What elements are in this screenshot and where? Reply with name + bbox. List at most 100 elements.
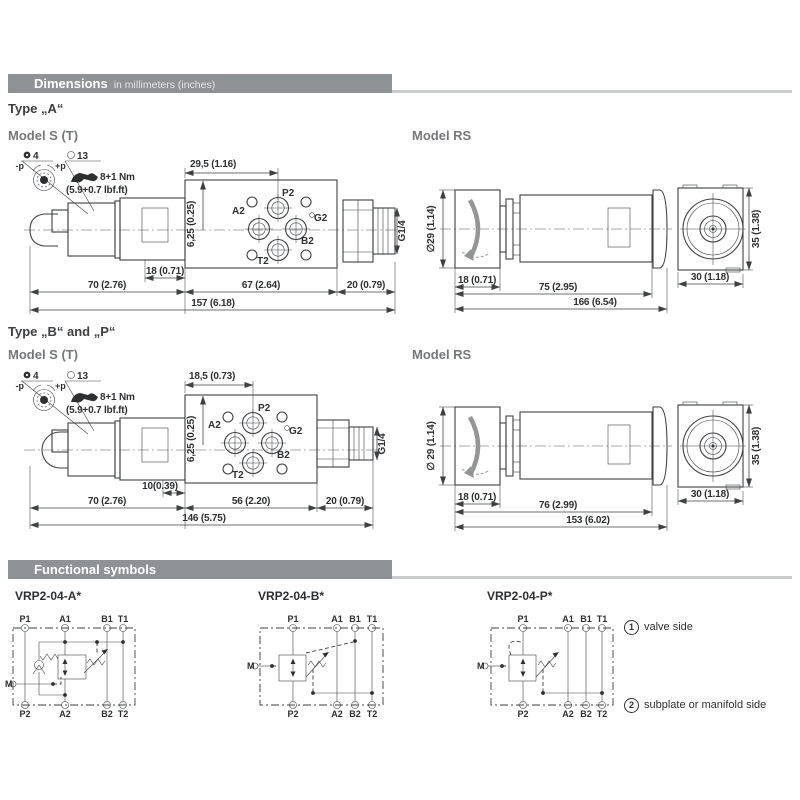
port-face: P2 A2 G2 B2 T2 [208, 403, 303, 481]
schematic-lines [16, 631, 125, 702]
check-valve [34, 660, 44, 670]
wrench-size-label: 13 [77, 151, 89, 162]
hex-size-label: 4 [33, 151, 39, 162]
dim-dia: ∅29 (1.14) [426, 206, 437, 253]
port-b2-label: B2 [301, 236, 314, 247]
port-b2: B2 [101, 709, 113, 719]
port-b1: B1 [101, 614, 113, 624]
header-functional: Functional symbols [8, 560, 392, 579]
symbol-a-label: VRP2-04-A* [15, 589, 82, 603]
port-a2: A2 [562, 709, 574, 719]
knurled-knob [454, 406, 501, 486]
legend-1-text: valve side [644, 621, 693, 633]
port-face: P2 A2 G2 B2 T2 [232, 188, 328, 267]
adjust-spring [86, 658, 106, 666]
port-g2-label: G2 [289, 426, 303, 437]
torque-nm-label: 8+1 Nm [100, 172, 135, 183]
model-rs-label-bp: Model RS [412, 347, 472, 362]
port-g2-label: G2 [314, 213, 328, 224]
model-st-label-a: Model S (T) [8, 128, 79, 143]
functional-symbol-b: P1 A1 B1 T1 P2 A2 B2 T2 M [247, 614, 384, 719]
dimensions: 29,5 (1.16) 6,25 (0.25) 18 (0.71) 70 (2.… [29, 159, 408, 314]
port-b2: B2 [349, 709, 361, 719]
dim-body: 76 (2.99) [539, 500, 577, 511]
type-bp-model-rs-drawing: ∅ 29 (1.14) 18 (0.71) 76 (2.99) 153 (6.0… [426, 401, 762, 531]
valve-side-view: P2 A2 G2 B2 T2 [24, 394, 386, 484]
dim-stub: 20 (0.79) [326, 496, 364, 507]
port-a1: A1 [59, 614, 71, 624]
dim-body: 75 (2.95) [539, 282, 577, 293]
port-p2: P2 [19, 709, 30, 719]
port-a2-label: A2 [232, 206, 245, 217]
dim-body: 70 (2.76) [88, 496, 126, 507]
header-dimensions-title: Dimensions [34, 76, 108, 91]
hex-size-label: 4 [33, 371, 39, 382]
model-st-label-bp: Model S (T) [8, 347, 79, 362]
port-t1: T1 [597, 614, 608, 624]
legend-2-text: subplate or manifold side [644, 699, 767, 711]
tool-icons: 4 13 -p +p 8+1 Nm (5.9+0.7 lbf.ft) [16, 371, 135, 435]
legend-1-icon: 1 [624, 620, 639, 635]
port-p2: P2 [517, 709, 528, 719]
port-labels: P1 A1 B1 T1 P2 A2 B2 T2 M [5, 614, 128, 719]
port-a1: A1 [331, 614, 343, 624]
port-block [184, 179, 338, 269]
dim-knob: 18 (0.71) [458, 492, 496, 503]
port-p1: P1 [287, 614, 298, 624]
port-m: M [477, 661, 485, 671]
dim-total: 166 (6.54) [573, 297, 617, 308]
pilot-curve [508, 640, 522, 656]
plus-p-label: +p [55, 381, 66, 391]
port-p2: P2 [287, 709, 298, 719]
dim-plate: 10(0.39) [142, 481, 178, 492]
fitting [342, 199, 396, 263]
dim-block: 67 (2.64) [242, 280, 280, 291]
dim-total: 146 (5.75) [182, 513, 226, 524]
dimensions: ∅ 29 (1.14) 18 (0.71) 76 (2.99) 153 (6.0… [426, 404, 762, 531]
header-underline [8, 90, 792, 93]
header-underline-2 [8, 576, 792, 579]
section-type-bp: Type „B“ and „P“ [8, 324, 116, 339]
port-t2-label: T2 [257, 256, 269, 267]
port-b2: B2 [580, 709, 592, 719]
dim-top: 18,5 (0.73) [189, 371, 235, 382]
port-t1: T1 [367, 614, 378, 624]
port-t2: T2 [118, 709, 129, 719]
port-p2-label: P2 [282, 188, 295, 199]
port-t2: T2 [597, 709, 608, 719]
tool-icons: 4 13 -p +p 8+1 Nm (5.9+0.7 lbf.ft) [16, 151, 135, 215]
dimensions: ∅29 (1.14) 18 (0.71) 75 (2.95) 166 (6.54… [426, 187, 762, 313]
port-t2-label: T2 [232, 470, 244, 481]
dimensions: 18,5 (0.73) 6,25 (0.25) 10(0.39) 70 (2.7… [29, 371, 388, 529]
port-a2: A2 [59, 709, 71, 719]
dim-body: 70 (2.76) [88, 280, 126, 291]
schematic-lines [488, 631, 604, 702]
type-bp-model-st-drawing: 4 13 -p +p 8+1 Nm (5.9+0.7 lbf.ft) [16, 371, 388, 529]
port-circles [9, 624, 127, 709]
dim-dia: ∅ 29 (1.14) [426, 421, 437, 470]
port-p1: P1 [517, 614, 528, 624]
valve-spring [39, 653, 59, 661]
port-labels: P1 A1 B1 T1 P2 A2 B2 T2 M [247, 614, 377, 719]
port-m: M [5, 679, 13, 689]
solenoid-body [499, 406, 668, 486]
type-a-model-rs-drawing: ∅29 (1.14) 18 (0.71) 75 (2.95) 166 (6.54… [426, 184, 762, 313]
wrench-icon [71, 173, 98, 183]
end-view [677, 401, 746, 490]
dim-total: 153 (6.02) [566, 515, 610, 526]
adjust-spring [307, 660, 327, 668]
dim-knob: 18 (0.71) [458, 275, 496, 286]
adjustment-knob-icon [32, 164, 56, 191]
legend-valve-side: 1 valve side [624, 620, 693, 635]
solenoid-body [499, 189, 668, 269]
adjustment-knob-icon [32, 384, 56, 411]
symbol-b-label: VRP2-04-B* [258, 589, 325, 603]
symbol-p-label: VRP2-04-P* [487, 589, 553, 603]
dim-total: 157 (6.18) [191, 298, 235, 309]
valve-side-view: P2 A2 G2 B2 T2 [24, 179, 400, 269]
dim-block: 56 (2.20) [232, 496, 270, 507]
model-rs-label-a: Model RS [412, 128, 472, 143]
header-functional-title: Functional symbols [34, 562, 157, 577]
dim-thread: G1/4 [397, 220, 408, 242]
